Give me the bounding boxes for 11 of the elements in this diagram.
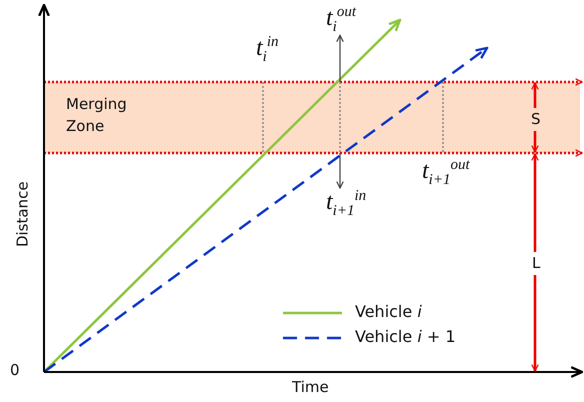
zone-label: Merging Zone bbox=[66, 94, 128, 137]
merging-zone-band bbox=[44, 82, 580, 153]
dimension-label: L bbox=[530, 252, 542, 274]
dimension-label: S bbox=[529, 108, 543, 130]
leader-arrow bbox=[336, 153, 344, 189]
origin-label: 0 bbox=[10, 362, 20, 378]
legend-label: Vehicle i + 1 bbox=[355, 328, 456, 346]
axis-title: Time bbox=[292, 379, 329, 396]
axis-title: Distance bbox=[14, 181, 32, 248]
legend-label: Vehicle i bbox=[355, 303, 422, 321]
leader-arrow bbox=[336, 34, 344, 82]
